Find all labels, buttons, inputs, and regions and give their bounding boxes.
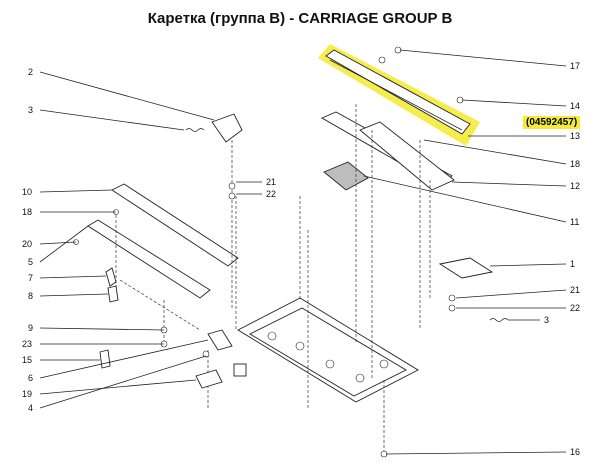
- upper-plate: [359, 121, 455, 191]
- clamp-right: [438, 257, 494, 279]
- callout-12: 12: [570, 181, 581, 191]
- callout-19: 19: [22, 389, 33, 399]
- callout-2: 2: [28, 67, 34, 77]
- callout-9: 9: [28, 323, 34, 333]
- diagram-title: Каретка (группа В) - CARRIAGE GROUP B: [147, 10, 453, 27]
- bracket-19: [195, 369, 223, 389]
- small-block: [233, 363, 247, 377]
- callout-22-right: 22: [570, 303, 581, 313]
- callout-3-left: 3: [28, 105, 34, 115]
- callout-3-right: 3: [544, 315, 550, 325]
- clamp-top-left: [211, 113, 243, 143]
- clip-8: [107, 285, 119, 303]
- spring-left: [185, 128, 205, 132]
- callout-18-left: 18: [22, 207, 33, 217]
- callout-5: 5: [28, 257, 34, 267]
- clip-7: [105, 267, 117, 287]
- callout-22-left: 22: [266, 189, 277, 199]
- callout-20: 20: [22, 239, 33, 249]
- bracket-6: [207, 329, 233, 351]
- callout-18-right: 18: [570, 159, 581, 169]
- callout-16: 16: [570, 447, 581, 457]
- clip-15: [99, 349, 111, 369]
- callout-13: 13: [570, 131, 581, 141]
- carriage-rail: [325, 49, 471, 135]
- callout-1: 1: [570, 259, 576, 269]
- spring-right: [489, 318, 509, 322]
- callout-17: 17: [570, 61, 581, 71]
- callout-7: 7: [28, 273, 34, 283]
- base-plate-inner: [249, 307, 407, 397]
- callout-4: 4: [28, 403, 34, 413]
- small-plate: [323, 161, 369, 191]
- callout-23: 23: [22, 339, 33, 349]
- callout-8: 8: [28, 291, 34, 301]
- part-code-label: (04592457): [523, 116, 581, 129]
- left-rail: [111, 183, 239, 267]
- callout-14: 14: [570, 101, 581, 111]
- callout-21-right: 21: [570, 285, 581, 295]
- callout-21-left: 21: [266, 177, 277, 187]
- callout-6: 6: [28, 373, 34, 383]
- callout-15: 15: [22, 355, 33, 365]
- left-bracket: [87, 219, 211, 299]
- callout-10: 10: [22, 187, 33, 197]
- callout-11: 11: [570, 217, 580, 227]
